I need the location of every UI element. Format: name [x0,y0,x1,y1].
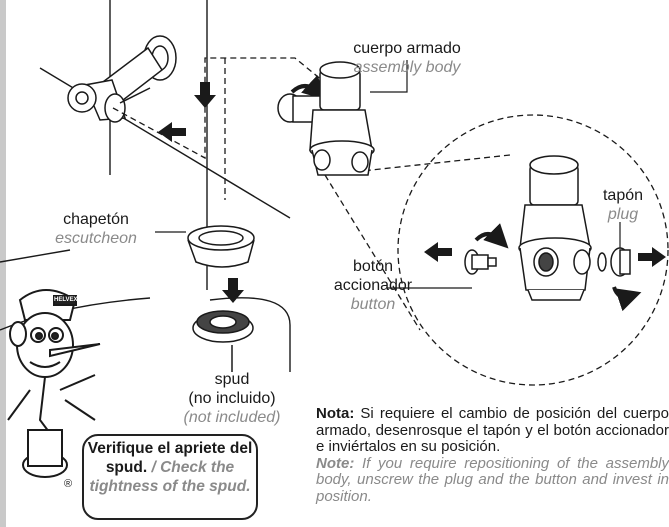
label-plug-en: plug [607,206,639,223]
label-spud-es-2: (no incluido) [188,390,276,407]
label-escutcheon: chapetón escutcheon [36,210,156,248]
label-assembly-body: cuerpo armado assembly body [337,39,477,77]
label-button-en: button [350,296,396,313]
supply-pipe [67,35,177,123]
label-button-es-1: botón [352,258,394,275]
label-assembly-body-en: assembly body [353,59,461,76]
left-edge-bar [0,0,6,527]
note-en-title: Note: [316,454,355,472]
mascot-cap-text: HELVEX [54,297,78,303]
button-part [464,249,497,275]
registered-mark: ® [64,478,73,490]
label-assembly-body-es: cuerpo armado [353,40,461,57]
note-en: Note: If you require repositioning of th… [316,454,669,506]
label-escutcheon-es: chapetón [63,211,129,228]
note-en-text: If you require repositioning of the asse… [316,454,669,505]
direction-arrows [158,82,666,303]
mascot-cap-band [53,295,77,306]
escutcheon-part [187,225,255,268]
callout-es: Verifique el apriete del spud. [87,440,253,476]
repositioning-note: Nota: Si requiere el cambio de posición … [316,405,669,506]
tightness-callout: Verifique el apriete del spud. / Check t… [82,434,258,520]
spud-part [192,310,254,372]
label-plug-es: tapón [602,187,644,204]
label-spud-en: (not included) [183,409,281,426]
label-button: botón accionador button [318,257,428,314]
mascot-figure [7,289,101,478]
label-plug: tapón plug [593,186,653,224]
label-spud: spud (no incluido) (not included) [170,370,294,427]
label-escutcheon-en: escutcheon [55,230,137,247]
leader-lines [155,60,621,289]
note-es-text: Si requiere el cambio de posición del cu… [316,405,669,455]
note-es: Nota: Si requiere el cambio de posición … [316,405,669,456]
plug-part [597,247,631,277]
label-spud-es-1: spud [214,371,250,388]
exploded-assembly [518,155,592,301]
callout-en: / Check the tightness of the spud. [89,459,251,495]
label-button-es-2: accionador [333,277,413,294]
assembly-body-top [277,61,375,176]
rotation-arrows [290,75,642,312]
note-es-title: Nota: [316,405,355,422]
